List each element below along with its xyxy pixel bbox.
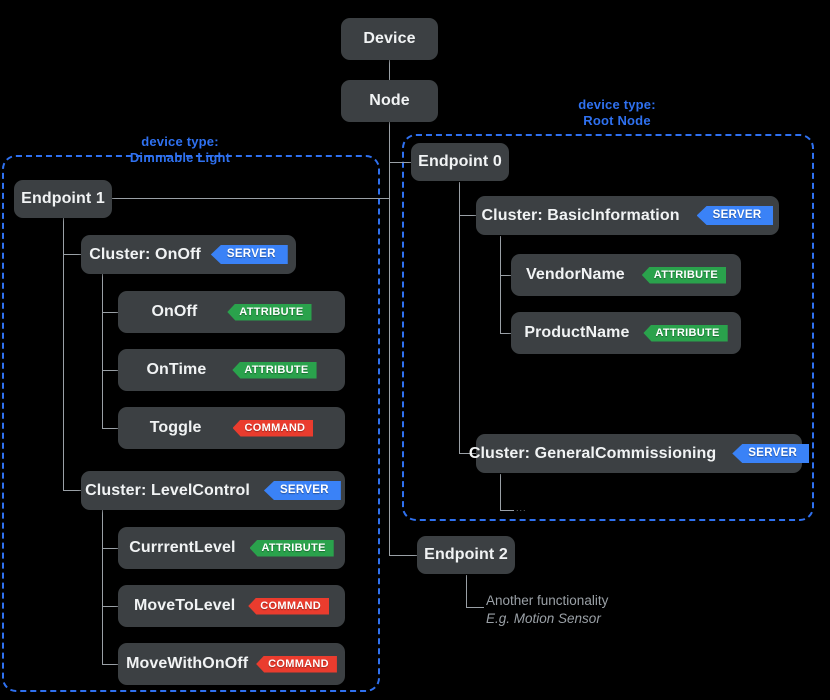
endpoint-2-annotation-line1: Another functionality xyxy=(486,593,609,608)
connector-endpoint0-generalcomm xyxy=(459,453,476,454)
connector-device-node xyxy=(389,59,390,81)
cluster-onoff-label: Cluster: OnOff xyxy=(89,245,201,263)
group-label-dimmable-light: device type: Dimmable Light xyxy=(90,134,270,167)
command-badge: COMMAND xyxy=(248,597,330,615)
connector-generalcomm-ellipsis xyxy=(500,510,514,511)
connector-movewithonoff-cmd xyxy=(102,664,118,665)
group-label-root-node: device type: Root Node xyxy=(527,97,707,130)
attribute-productname-label: ProductName xyxy=(524,324,630,341)
connector-endpoint1-levelcontrol xyxy=(63,490,81,491)
attribute-badge: ATTRIBUTE xyxy=(232,361,317,379)
group-box-root-node xyxy=(402,134,814,521)
connector-generalcomm-trunk xyxy=(500,474,501,510)
command-badge: COMMAND xyxy=(256,655,337,673)
attribute-badge: ATTRIBUTE xyxy=(227,303,312,321)
connector-ontime-attr xyxy=(102,370,118,371)
server-badge: SERVER xyxy=(732,444,810,463)
connector-endpoint2-trunk xyxy=(466,575,467,607)
connector-endpoint2-annotation xyxy=(466,607,484,608)
node-attribute-onoff[interactable]: OnOff ATTRIBUTE xyxy=(118,291,345,333)
command-movewithonoff-label: MoveWithOnOff xyxy=(126,655,249,672)
attribute-vendorname-label: VendorName xyxy=(525,266,625,283)
connector-movetolevel-cmd xyxy=(102,606,118,607)
connector-onoff-attr xyxy=(102,312,118,313)
node-node[interactable]: Node xyxy=(341,80,438,122)
node-attribute-vendorname[interactable]: VendorName ATTRIBUTE xyxy=(511,254,741,296)
node-endpoint-0-label: Endpoint 0 xyxy=(418,153,502,170)
node-endpoint-1-label: Endpoint 1 xyxy=(21,190,105,207)
node-command-toggle[interactable]: Toggle COMMAND xyxy=(118,407,345,449)
cluster-generalcommissioning-label: Cluster: GeneralCommissioning xyxy=(468,444,717,462)
connector-node-endpoint2 xyxy=(389,555,417,556)
node-device-label: Device xyxy=(363,30,416,47)
connector-node-endpoint0 xyxy=(389,162,412,163)
attribute-badge: ATTRIBUTE xyxy=(249,539,334,557)
node-cluster-generalcommissioning[interactable]: Cluster: GeneralCommissioning SERVER xyxy=(469,434,810,473)
group-label-name: Dimmable Light xyxy=(129,150,231,166)
endpoint-2-annotation-line2: E.g. Motion Sensor xyxy=(486,611,601,627)
connector-basicinfo-trunk xyxy=(500,236,501,334)
server-badge: SERVER xyxy=(210,245,288,264)
node-command-movetolevel[interactable]: MoveToLevel COMMAND xyxy=(118,585,345,627)
attribute-badge: ATTRIBUTE xyxy=(643,324,728,342)
node-node-label: Node xyxy=(369,92,410,109)
node-command-movewithonoff[interactable]: MoveWithOnOff COMMAND xyxy=(118,643,345,685)
node-attribute-currentlevel[interactable]: CurrrentLevel ATTRIBUTE xyxy=(118,527,345,569)
attribute-currentlevel-label: CurrrentLevel xyxy=(129,539,236,556)
attribute-badge: ATTRIBUTE xyxy=(641,266,727,284)
connector-levelcontrol-trunk xyxy=(102,510,103,664)
connector-productname-attr xyxy=(500,333,514,334)
node-device[interactable]: Device xyxy=(341,18,438,60)
generalcommissioning-ellipsis: ... xyxy=(516,503,527,513)
connector-currentlevel-attr xyxy=(102,548,118,549)
group-box-dimmable-light xyxy=(2,155,380,692)
connector-vendorname-attr xyxy=(500,275,514,276)
node-endpoint-0[interactable]: Endpoint 0 xyxy=(411,143,509,181)
node-endpoint-2-label: Endpoint 2 xyxy=(424,546,508,563)
connector-endpoint1-onoff xyxy=(63,254,81,255)
group-label-prefix: device type: xyxy=(578,97,656,112)
node-attribute-productname[interactable]: ProductName ATTRIBUTE xyxy=(511,312,741,354)
command-badge: COMMAND xyxy=(232,419,314,437)
connector-endpoint1-trunk xyxy=(63,218,64,490)
node-cluster-basicinformation[interactable]: Cluster: BasicInformation SERVER xyxy=(476,196,779,235)
command-movetolevel-label: MoveToLevel xyxy=(133,597,236,614)
connector-onoff-trunk xyxy=(102,274,103,428)
attribute-ontime-label: OnTime xyxy=(146,361,207,378)
node-endpoint-2[interactable]: Endpoint 2 xyxy=(417,536,515,574)
group-label-prefix: device type: xyxy=(141,134,219,149)
server-badge: SERVER xyxy=(696,206,774,225)
attribute-onoff-label: OnOff xyxy=(151,303,198,320)
cluster-levelcontrol-label: Cluster: LevelControl xyxy=(85,481,250,499)
node-cluster-levelcontrol[interactable]: Cluster: LevelControl SERVER xyxy=(81,471,345,510)
node-endpoint-1[interactable]: Endpoint 1 xyxy=(14,180,112,218)
group-label-name: Root Node xyxy=(583,113,651,129)
connector-node-endpoint1 xyxy=(112,198,390,199)
connector-endpoint0-basicinfo xyxy=(459,215,476,216)
node-attribute-ontime[interactable]: OnTime ATTRIBUTE xyxy=(118,349,345,391)
connector-node-trunk xyxy=(389,121,390,555)
command-toggle-label: Toggle xyxy=(149,419,202,436)
connector-toggle-cmd xyxy=(102,428,118,429)
node-cluster-onoff[interactable]: Cluster: OnOff SERVER xyxy=(81,235,296,274)
cluster-basicinformation-label: Cluster: BasicInformation xyxy=(481,206,680,224)
server-badge: SERVER xyxy=(263,481,341,500)
connector-endpoint0-trunk xyxy=(459,182,460,453)
endpoint-2-annotation: Another functionality E.g. Motion Sensor xyxy=(486,592,608,628)
